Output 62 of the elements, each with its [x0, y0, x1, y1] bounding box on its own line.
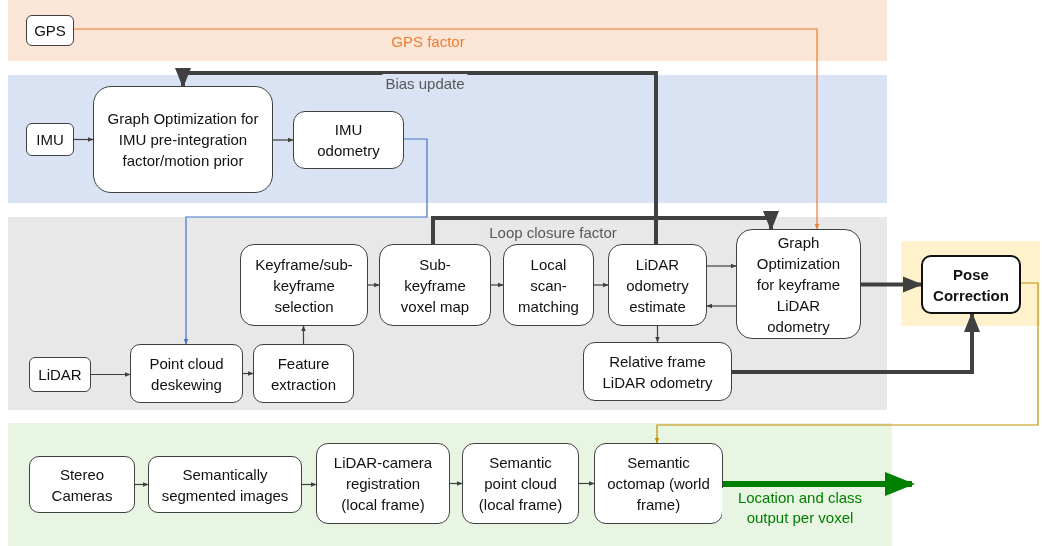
arrow	[723, 472, 915, 496]
arrow	[706, 303, 737, 309]
process-box	[29, 456, 135, 513]
node-label: Pose Correction	[933, 264, 1009, 306]
arrow	[134, 482, 149, 487]
process-box	[921, 255, 1021, 314]
arrow	[655, 325, 660, 343]
process-box	[462, 443, 579, 524]
arrow	[367, 282, 380, 288]
process-box	[148, 456, 302, 513]
process-box	[608, 244, 707, 326]
node-label: IMU odometry	[316, 120, 381, 161]
arrow	[449, 481, 463, 486]
node-label: Semantic octomap (world frame)	[607, 453, 710, 515]
arrow	[593, 282, 609, 288]
process-box	[293, 111, 404, 169]
arrow	[175, 68, 658, 244]
node-label: IMU	[36, 130, 64, 150]
process-box	[379, 244, 491, 326]
node-label: Graph Optimization for keyframe LiDAR odometry	[755, 232, 842, 337]
process-box	[503, 244, 594, 326]
node-label: Sub-keyframe voxel map	[399, 254, 471, 317]
process-box	[130, 344, 243, 403]
node-label: Point cloud deskewing	[148, 353, 225, 395]
node-label: Keyframe/sub-keyframe selection	[254, 254, 354, 317]
node-label: Relative frame LiDAR odometry	[601, 351, 714, 393]
arrow	[654, 282, 1039, 444]
node-label: Stereo Cameras	[50, 464, 114, 506]
process-box	[316, 443, 450, 524]
process-box	[594, 443, 723, 524]
arrow	[301, 482, 317, 487]
process-box	[26, 15, 74, 46]
arrow	[242, 371, 254, 376]
node-label: Semantic point cloud (local frame)	[477, 453, 564, 515]
process-box	[736, 229, 861, 339]
arrow	[431, 211, 779, 244]
arrow	[578, 481, 595, 486]
arrow	[73, 28, 820, 230]
node-label: Local scan-matching	[517, 254, 580, 317]
arrow	[183, 138, 428, 345]
arrow	[90, 372, 131, 377]
node-label: Feature extraction	[269, 353, 337, 395]
process-box	[583, 342, 732, 401]
process-box	[253, 344, 354, 403]
arrow	[732, 312, 980, 374]
process-box	[240, 244, 368, 326]
node-label: LiDAR	[38, 365, 82, 385]
node-label: LiDAR odometry estimate	[625, 254, 690, 317]
node-label: Graph Optimization for IMU pre-integration factor/motion prior	[106, 109, 260, 171]
arrow	[73, 137, 94, 142]
node-label: LiDAR-camera registration (local frame)	[332, 453, 434, 515]
process-box	[29, 357, 91, 392]
process-box	[93, 86, 273, 193]
arrow	[301, 325, 306, 345]
arrow	[861, 276, 923, 293]
node-label: Semantically segmented images	[161, 464, 289, 506]
process-box	[26, 123, 74, 156]
edge-label: Bias update	[382, 74, 468, 94]
node-label: GPS	[34, 21, 66, 41]
arrow	[706, 263, 737, 269]
arrow	[272, 137, 294, 143]
arrow	[490, 282, 504, 288]
